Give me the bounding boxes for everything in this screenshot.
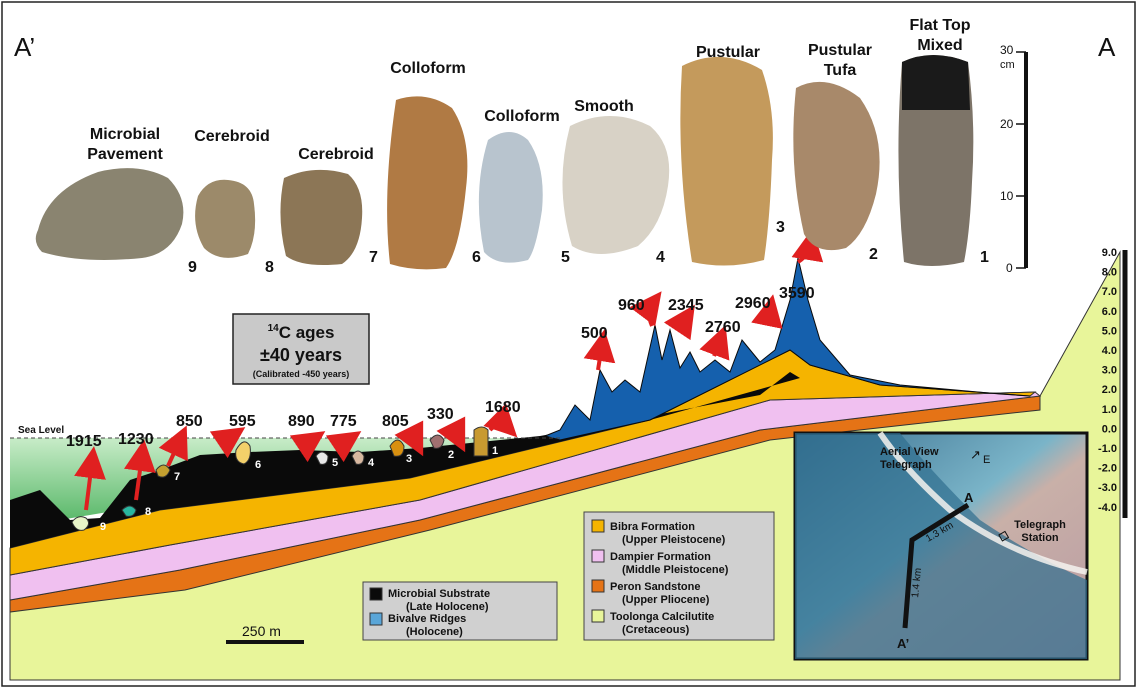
elevation-tick: -2.0	[1098, 463, 1117, 475]
sample-number: 1	[980, 249, 989, 266]
elevation-tick: 2.0	[1102, 384, 1117, 396]
age-label: 1680	[485, 399, 521, 416]
site-number: 8	[145, 506, 151, 518]
aerial-inset: Aerial ViewTelegraph ↗ E A A’ 1.3 km 1.4…	[795, 433, 1087, 659]
sample-number: 6	[472, 249, 481, 266]
sample-photo-6	[387, 96, 467, 269]
legend-swatch	[370, 588, 382, 600]
elevation-tick: 4.0	[1102, 345, 1117, 357]
inset-north-label: E	[983, 454, 990, 466]
age-label: 775	[330, 413, 357, 430]
inset-station-label: TelegraphStation	[1014, 519, 1066, 544]
sample-photo-1-top	[902, 55, 970, 110]
elevation-tick: 5.0	[1102, 325, 1117, 337]
elevation-tick: -3.0	[1098, 482, 1117, 494]
elevation-tick: -4.0	[1098, 502, 1117, 514]
sea-level-label: Sea Level	[18, 425, 64, 436]
age-label: 2960	[735, 295, 771, 312]
site-number: 5	[332, 457, 338, 469]
c14-line3: (Calibrated -450 years)	[253, 369, 350, 379]
legend-swatch	[592, 580, 604, 592]
age-label: 3590	[779, 285, 815, 302]
legend-swatch	[592, 610, 604, 622]
cm-tick: 20	[1000, 117, 1014, 131]
sample-type-6: Colloform	[390, 60, 466, 77]
c14-line2: ±40 years	[260, 345, 342, 365]
site-number: 9	[100, 521, 106, 533]
elevation-tick: 8.0	[1102, 267, 1117, 279]
age-label: 330	[427, 406, 454, 423]
site-number: 4	[368, 457, 375, 469]
cm-tick: 30	[1000, 43, 1014, 57]
sample-number: 2	[869, 246, 878, 263]
site-number: 2	[448, 449, 454, 461]
sample-number: 9	[188, 259, 197, 276]
sample-photo-7	[280, 170, 362, 265]
corner-label-a-prime: A’	[14, 32, 35, 62]
site-number: 3	[406, 453, 412, 465]
age-label: 2345	[668, 297, 704, 314]
cm-tick: 10	[1000, 189, 1014, 203]
site-number: 6	[255, 459, 261, 471]
site-number: 7	[174, 471, 180, 483]
age-label: 1230	[118, 431, 154, 448]
age-label: 890	[288, 413, 315, 430]
sample-type-8: Cerebroid	[194, 128, 270, 145]
sample-number: 5	[561, 249, 570, 266]
elevation-tick: 0.0	[1102, 423, 1117, 435]
corner-label-a: A	[1098, 32, 1116, 62]
age-label: 2760	[705, 319, 741, 336]
legend-label: Peron Sandstone(Upper Pliocene)	[610, 581, 710, 606]
sample-photo-8	[195, 180, 255, 258]
sample-type-5: Colloform	[484, 108, 560, 125]
cm-unit: cm	[1000, 59, 1015, 71]
age-label: 960	[618, 297, 645, 314]
sample-photo-3	[680, 57, 773, 266]
inset-point-a: A	[964, 490, 974, 505]
elevation-tick: 3.0	[1102, 365, 1117, 377]
age-label: 595	[229, 413, 256, 430]
sample-type-7: Cerebroid	[298, 146, 374, 163]
elevation-tick: 9.0	[1102, 247, 1117, 259]
age-label: 500	[581, 325, 608, 342]
sample-number: 8	[265, 259, 274, 276]
legend-right: Bibra Formation(Upper Pleistocene)Dampie…	[584, 512, 774, 640]
legend-swatch	[370, 613, 382, 625]
elevation-tick: 1.0	[1102, 404, 1117, 416]
sample-photo-5	[479, 132, 543, 263]
inset-point-a-prime: A’	[897, 636, 909, 651]
inset-title: Aerial ViewTelegraph	[880, 446, 939, 471]
marker-1	[474, 427, 488, 456]
elevation-tick: 7.0	[1102, 286, 1117, 298]
sample-number: 3	[776, 219, 785, 236]
legend-swatch	[592, 520, 604, 532]
elevation-tick: 6.0	[1102, 306, 1117, 318]
legend-left: Microbial Substrate(Late Holocene) Bival…	[363, 582, 557, 640]
distance-scale-label: 250 m	[242, 623, 281, 639]
sample-type-4: Smooth	[574, 98, 634, 115]
cm-tick: 0	[1006, 261, 1013, 275]
sample-number: 4	[656, 249, 665, 266]
c14-ages-box: 14C ages ±40 years (Calibrated -450 year…	[233, 314, 369, 384]
site-number: 1	[492, 445, 498, 457]
north-arrow-icon: ↗	[970, 447, 981, 462]
elevation-tick: -1.0	[1098, 443, 1117, 455]
sample-number: 7	[369, 249, 378, 266]
age-label: 1915	[66, 433, 102, 450]
legend-swatch	[592, 550, 604, 562]
age-label: 850	[176, 413, 203, 430]
age-label: 805	[382, 413, 409, 430]
sample-type-3: Pustular	[696, 44, 760, 61]
